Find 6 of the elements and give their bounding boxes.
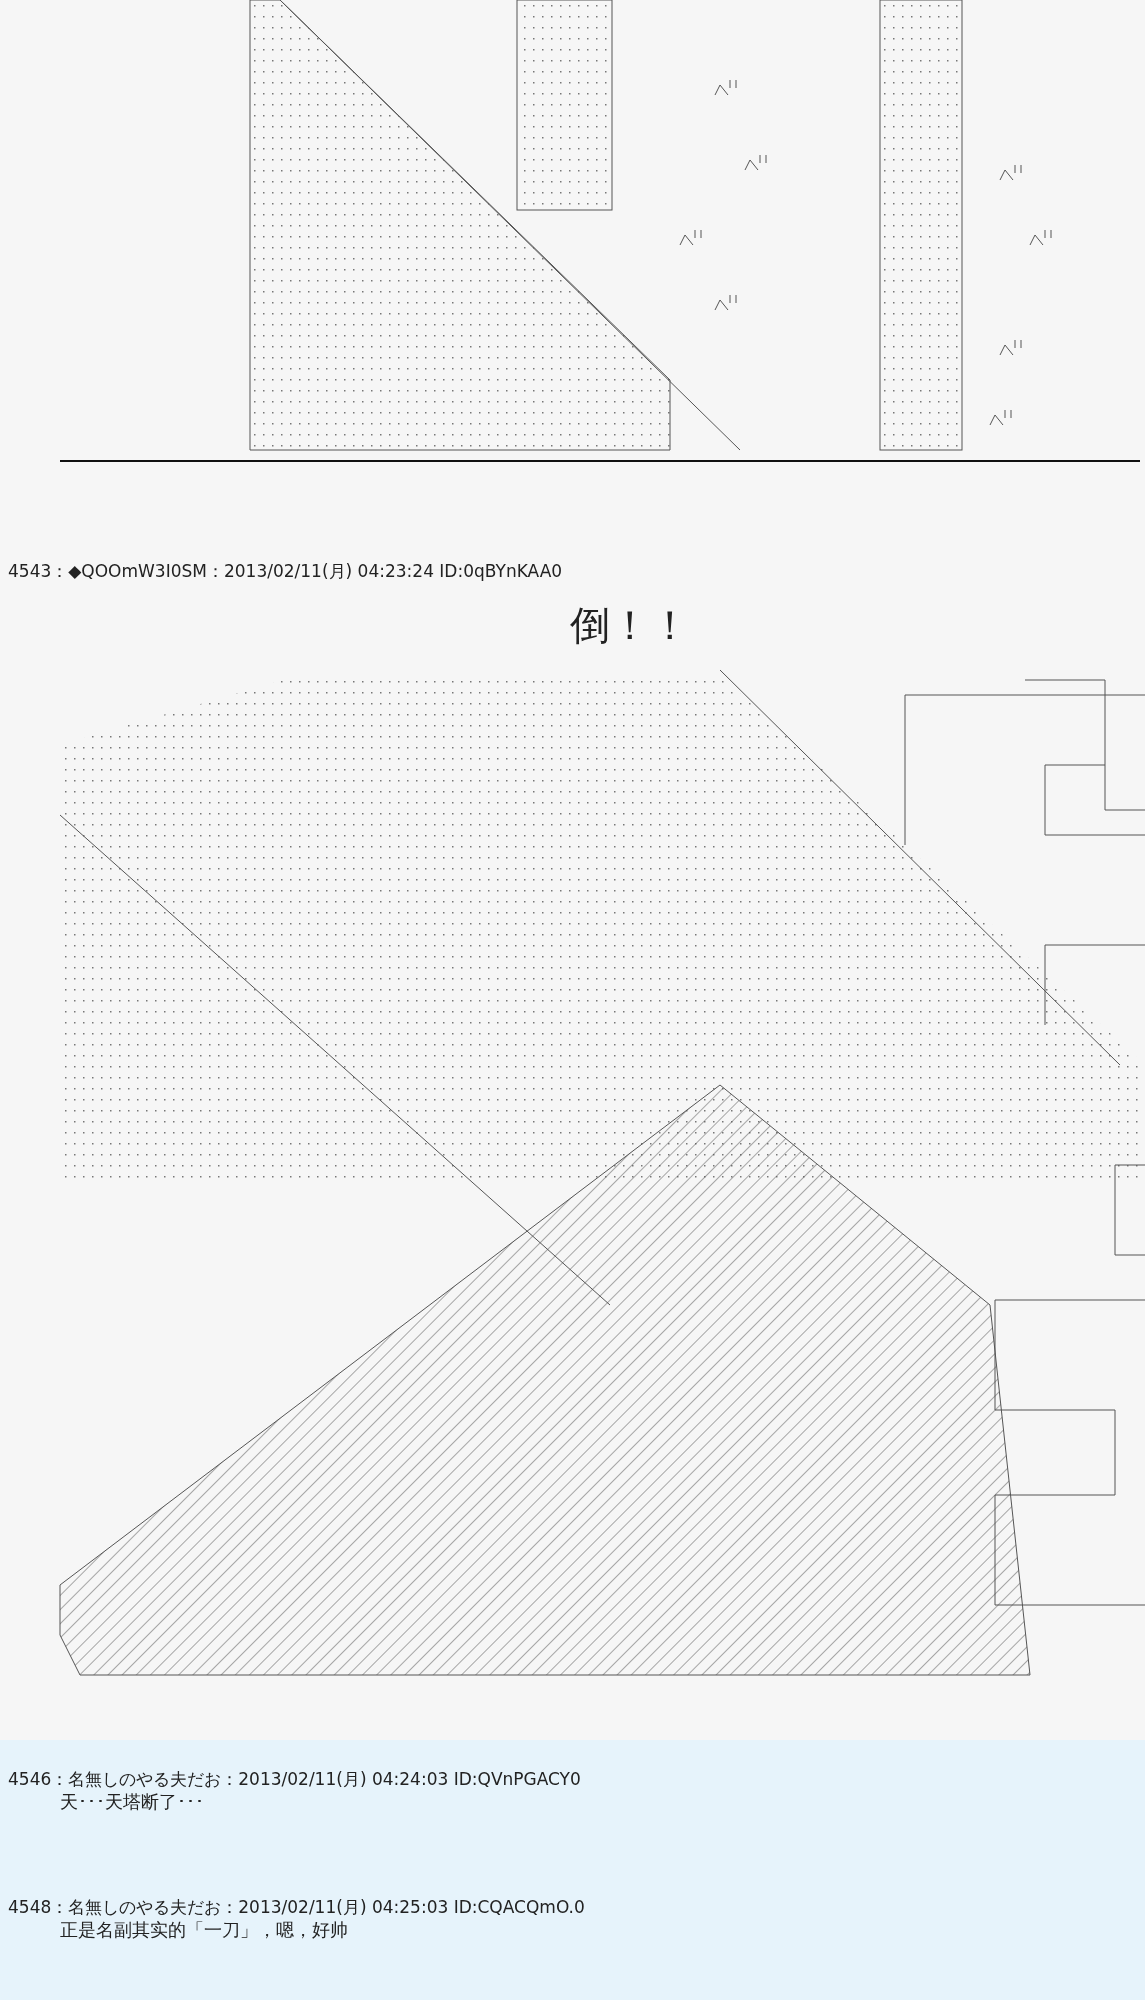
post-header: 4543：◆QOOmW3I0SM：2013/02/11(月) 04:23:24 ID:0qBYnKAA0 (8, 560, 563, 583)
post-header: 4548：名無しのやる夫だお：2013/02/11(月) 04:25:03 ID:CQACQmO.0 (8, 1896, 585, 1919)
post-header: 4546：名無しのやる夫だお：2013/02/11(月) 04:24:03 ID:QVnPGACY0 (8, 1768, 581, 1791)
post-text: 正是名副其实的「一刀」，嗯，好帅 (60, 1918, 348, 1942)
post-text: 天･･･天塔断了･･･ (60, 1790, 204, 1814)
speech-text: 倒！！ (570, 601, 690, 650)
